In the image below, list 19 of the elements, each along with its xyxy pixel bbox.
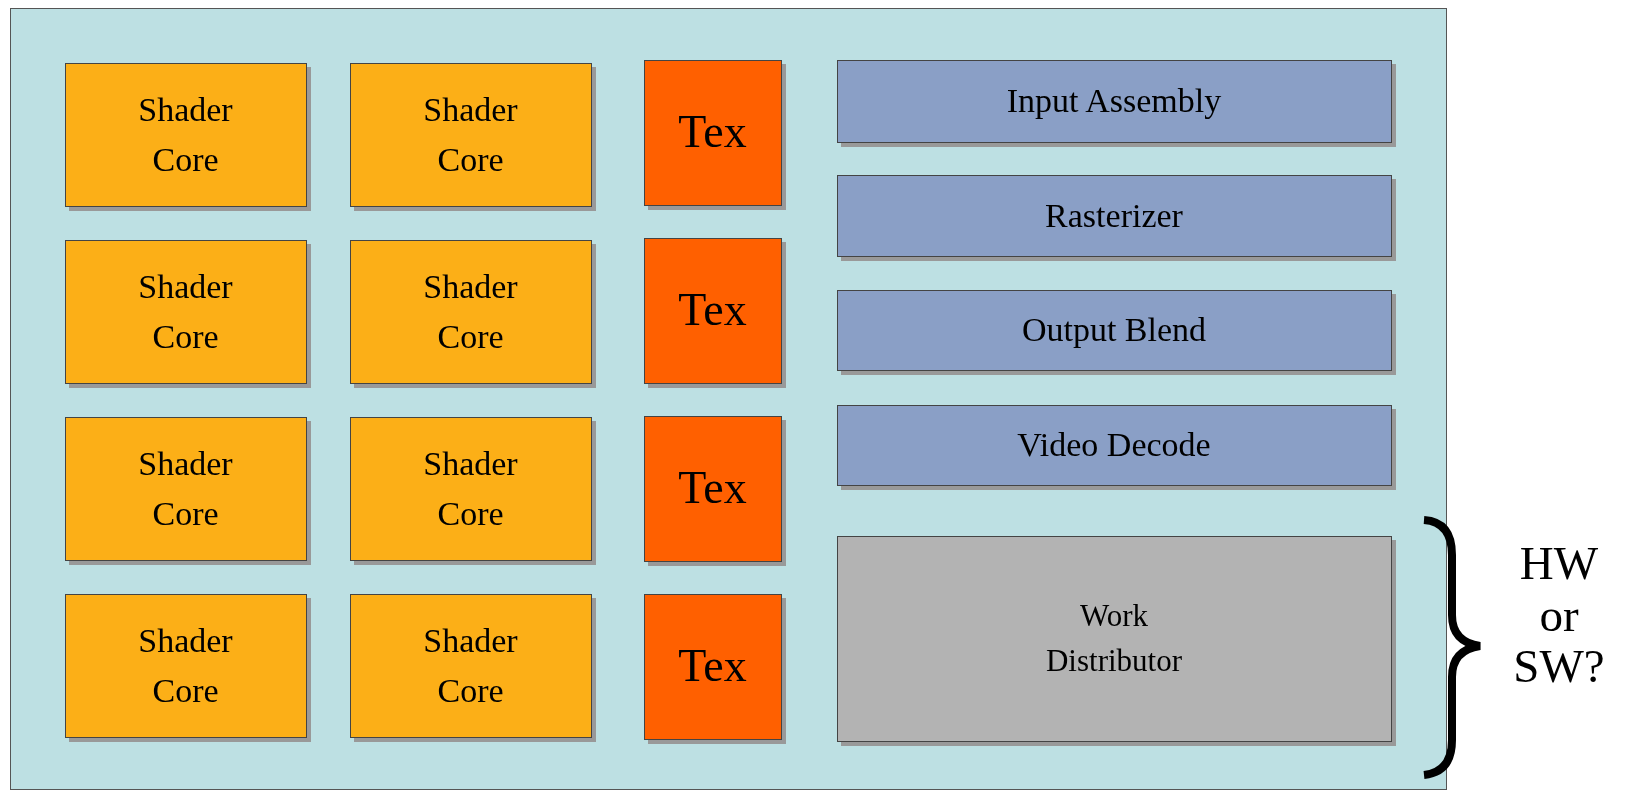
box-label: Tex (678, 639, 747, 694)
box-label: Shader Core (422, 444, 519, 534)
box-label: Tex (678, 461, 747, 516)
box-label: Rasterizer (1045, 195, 1183, 236)
box-label: Shader Core (137, 444, 234, 534)
box-label: Shader Core (422, 267, 519, 357)
box-label: Shader Core (137, 621, 234, 711)
box-label: Video Decode (1017, 425, 1211, 466)
box-label: Shader Core (422, 621, 519, 711)
box-label: Tex (678, 105, 747, 160)
annotation-text: HW or SW? (1512, 538, 1606, 694)
box-label: Shader Core (137, 267, 234, 357)
box-label: Tex (678, 283, 747, 338)
box-label: Shader Core (422, 90, 519, 180)
box-label: Output Blend (1021, 310, 1207, 351)
box-label: Input Assembly (1006, 81, 1222, 122)
box-label: Work Distributor (1044, 596, 1184, 680)
box-label: Shader Core (137, 90, 234, 180)
chip-panel (10, 8, 1447, 790)
